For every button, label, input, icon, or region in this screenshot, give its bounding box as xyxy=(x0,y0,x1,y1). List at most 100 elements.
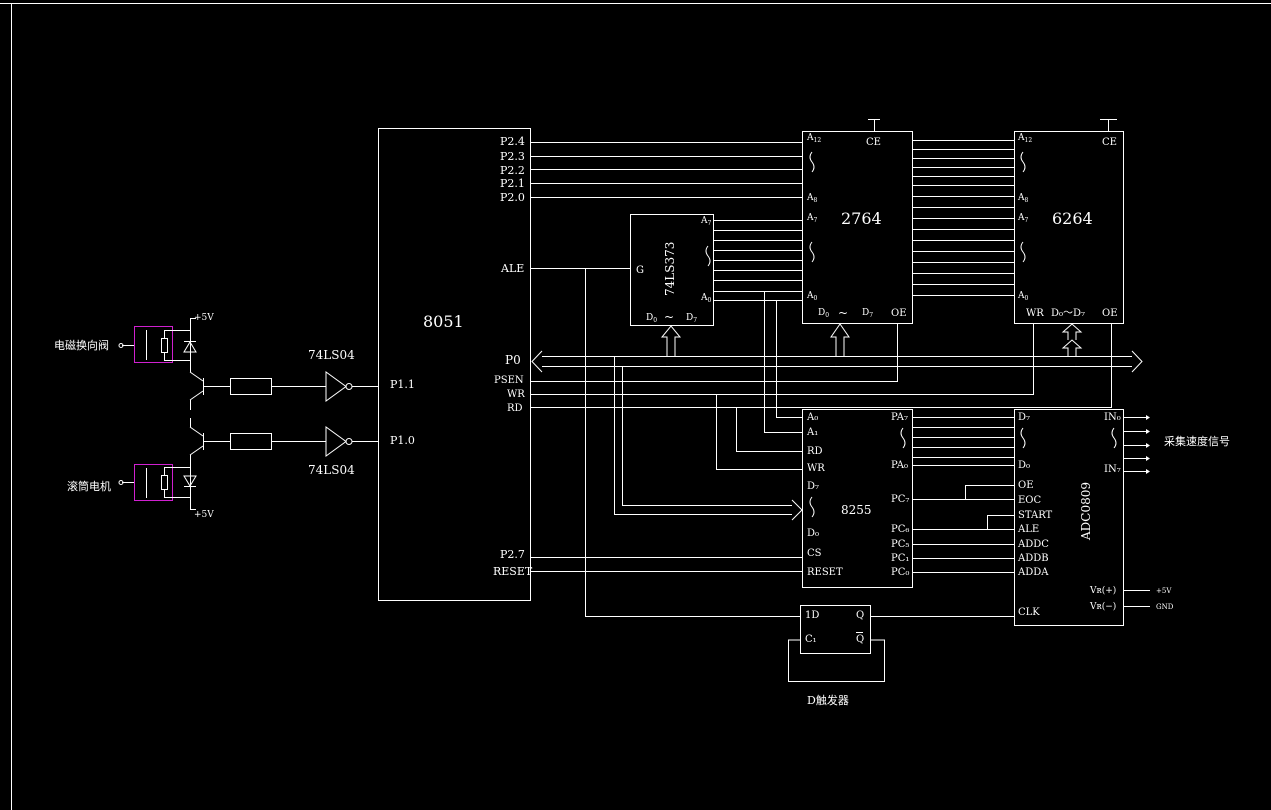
ppi-pin-rd: RD xyxy=(807,446,823,457)
adc-pin-vref-plus: Vʀ(+) xyxy=(1089,585,1116,596)
pin-p2-2: P2.2 xyxy=(500,164,525,177)
relay-bottom xyxy=(118,464,197,510)
ppi-pin-pc5: PC₅ xyxy=(891,539,909,550)
adc-pin-addc: ADDC xyxy=(1017,539,1049,550)
inverter-top-label: 74LS04 xyxy=(308,348,355,362)
chip-6264 xyxy=(1014,131,1124,324)
chip-8051 xyxy=(378,128,531,601)
load-solenoid-valve: 电磁换向阀 xyxy=(54,338,109,352)
ppi-pin-reset: RESET xyxy=(807,567,843,578)
eprom-pin-ce: CE xyxy=(866,137,881,148)
ppi-left-pins: A₀ A₁ RD WR D₇ D₀ CS RESET xyxy=(806,412,843,578)
pin-p2-4: P2.4 xyxy=(500,135,525,148)
cpu-right-pin-labels: P2.4 P2.3 P2.2 P2.1 P2.0 ALE P0 PSEN WR … xyxy=(493,135,533,578)
vcc-top-label: +5V xyxy=(194,313,214,323)
latch-pin-a7: A7 xyxy=(700,216,712,227)
adc-pin-adda: ADDA xyxy=(1017,567,1049,578)
chip-adc0809-label: ADC0809 xyxy=(1079,482,1093,541)
chip-8255-label: 8255 xyxy=(841,503,872,517)
eprom-pin-d7: D7 xyxy=(862,308,873,319)
dff-pin-q: Q xyxy=(856,610,864,621)
pin-p0: P0 xyxy=(505,353,521,367)
label-collect-speed-signal: 采集速度信号 xyxy=(1164,434,1230,448)
ppi-pin-d7: D₇ xyxy=(807,481,819,492)
chip-74ls373-label: 74LS373 xyxy=(663,242,677,296)
ppi-squiggle-d xyxy=(809,496,815,518)
latch-squiggle xyxy=(705,245,711,267)
relay-top xyxy=(118,318,197,363)
data-bus-p0 xyxy=(531,323,1143,521)
driver-channel-top xyxy=(189,362,378,410)
eprom-pin-a12: A12 xyxy=(806,133,821,144)
adc-squiggle-d xyxy=(1020,427,1026,449)
ram-pin-ce: CE xyxy=(1102,137,1117,148)
eprom-pin-d0: D0 xyxy=(818,308,829,319)
pin-wr: WR xyxy=(507,389,525,400)
adc-pin-start: START xyxy=(1018,510,1053,521)
pin-p1-0: P1.0 xyxy=(390,434,415,447)
ppi-pin-wr: WR xyxy=(807,463,825,474)
adc-input-arrows xyxy=(1123,415,1150,474)
eprom-pin-a7: A7 xyxy=(806,213,818,224)
adc-pin-eoc: EOC xyxy=(1018,495,1041,506)
adc-pin-in0: IN₀ xyxy=(1104,412,1121,423)
adc-pin-d7: D₇ xyxy=(1018,412,1030,423)
eprom-pin-a8: A8 xyxy=(806,193,818,204)
eprom-pin-a0: A0 xyxy=(806,291,818,302)
dff-caption: D触发器 xyxy=(807,693,849,707)
cpu-left-pin-labels: P1.1 P1.0 xyxy=(390,378,415,447)
chip-8255 xyxy=(802,409,913,588)
pin-psen: PSEN xyxy=(494,375,524,386)
chip-8051-label: 8051 xyxy=(423,312,464,331)
pin-p2-7: P2.7 xyxy=(500,548,525,561)
ppi-pin-pc6: PC₆ xyxy=(891,524,909,535)
ppi-pin-pa0: PA₀ xyxy=(891,460,908,471)
control-wires xyxy=(531,268,1112,617)
pin-p2-0: P2.0 xyxy=(500,191,525,204)
ram-pin-a0: A0 xyxy=(1017,291,1029,302)
adc-pin-addb: ADDB xyxy=(1017,553,1049,564)
latch-pin-g: G xyxy=(636,265,644,276)
inverter-bottom-label: 74LS04 xyxy=(308,463,355,477)
pin-rd: RD xyxy=(507,403,523,414)
pin-p2-1: P2.1 xyxy=(500,177,525,190)
ram-squiggle-2 xyxy=(1020,241,1026,263)
dff-pin-1d: 1D xyxy=(805,610,819,621)
adc-vref-minus-label: GND xyxy=(1156,603,1174,611)
ppi-squiggle-pa xyxy=(900,427,906,449)
pin-reset: RESET xyxy=(493,565,533,578)
latch-tilde: ~ xyxy=(664,310,674,324)
latch-pin-d0: D0 xyxy=(646,313,657,324)
chip-2764-label: 2764 xyxy=(841,209,882,228)
adc-pin-ale: ALE xyxy=(1017,524,1039,535)
load-drum-motor: 滚筒电机 xyxy=(67,479,111,493)
adc-pin-clk: CLK xyxy=(1018,607,1040,618)
eprom-tilde: ~ xyxy=(838,306,848,320)
vcc-bottom-label: +5V xyxy=(194,510,214,520)
ppi-pin-pa7: PA₇ xyxy=(891,412,908,423)
ram-pin-oe: OE xyxy=(1102,308,1118,319)
adc-pin-oe: OE xyxy=(1018,480,1034,491)
driver-channel-bottom xyxy=(189,418,378,465)
ppi-pin-a1: A₁ xyxy=(806,427,818,438)
chip-2764 xyxy=(802,131,913,324)
adc-vref-plus-label: +5V xyxy=(1156,587,1172,595)
ppi-right-pins: PA₇ PA₀ PC₇ PC₆ PC₅ PC₁ PC₀ xyxy=(891,412,909,578)
chip-6264-label: 6264 xyxy=(1052,209,1093,228)
ppi-pin-pc7: PC₇ xyxy=(891,494,909,505)
dff-pin-c1: C₁ xyxy=(805,634,817,645)
ram-squiggle-1 xyxy=(1020,151,1026,173)
pin-ale: ALE xyxy=(500,262,524,275)
eprom-squiggle-1 xyxy=(809,151,815,173)
ram-pin-a7: A7 xyxy=(1017,213,1029,224)
ppi-pin-pc0: PC₀ xyxy=(891,567,909,578)
eprom-pin-oe: OE xyxy=(891,308,907,319)
ppi-pin-pc1: PC₁ xyxy=(891,553,909,564)
chip-adc0809 xyxy=(1014,409,1124,626)
ppi-pin-d0: D₀ xyxy=(807,528,819,539)
adc-pin-d0: D₀ xyxy=(1018,460,1030,471)
pin-p2-3: P2.3 xyxy=(500,150,525,163)
ram-pin-wr: WR xyxy=(1026,308,1044,319)
pin-p1-1: P1.1 xyxy=(390,378,415,391)
ppi-pin-cs: CS xyxy=(807,548,822,559)
